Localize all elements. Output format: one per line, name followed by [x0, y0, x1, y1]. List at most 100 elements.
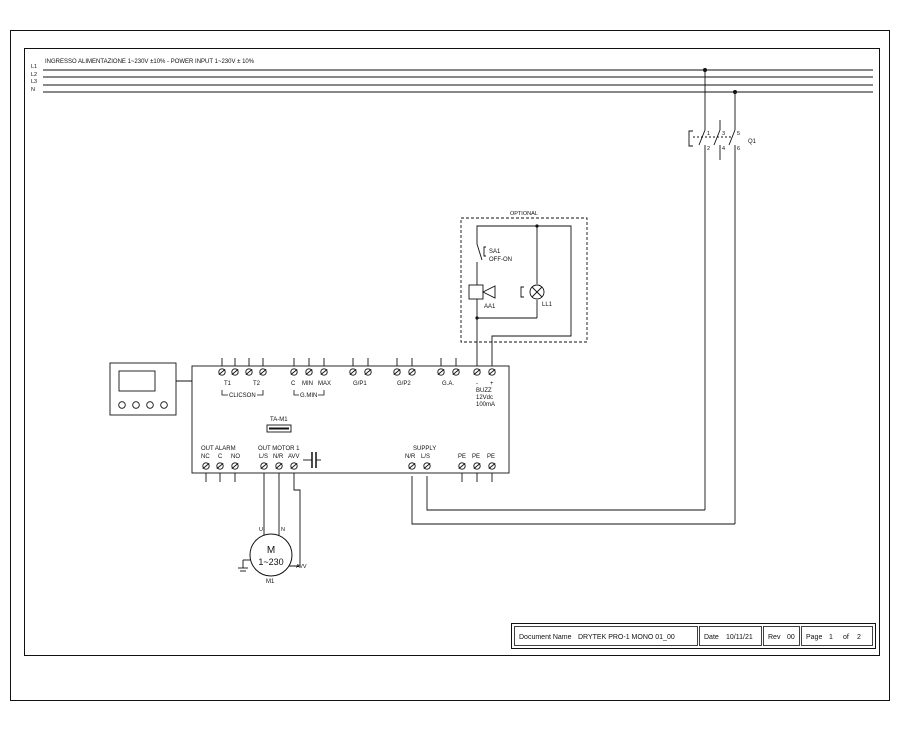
- supply-nr: N/R: [405, 454, 416, 460]
- gmin-bracket-right: [318, 390, 325, 396]
- out-motor-avv: AVV: [288, 454, 300, 460]
- outer-frame: [10, 30, 890, 701]
- line-label-l2: L2: [31, 72, 37, 78]
- terminal-pe-3: [488, 462, 496, 470]
- display-button: [160, 401, 168, 409]
- out-alarm-nc: NC: [201, 454, 210, 460]
- label-gmin: G.MIN: [300, 393, 317, 399]
- pages-total: 2: [857, 634, 861, 641]
- terminal-c: [290, 368, 298, 376]
- motor-avv-label: AVV: [296, 564, 307, 570]
- terminal-t1b: [231, 368, 239, 376]
- motor-m1: [249, 533, 293, 577]
- terminal-motor-ls: [260, 462, 268, 470]
- power-input-label: INGRESSO ALIMENTAZIONE 1~230V ±10% - POW…: [45, 59, 255, 65]
- buzzer-aa1: [468, 284, 496, 300]
- label-buzz-current: 100mA: [476, 402, 495, 408]
- label-c: C: [291, 381, 296, 387]
- switch-desc: OFF-ON: [489, 257, 512, 263]
- lamp-name: LL1: [542, 302, 553, 308]
- terminal-gab: [452, 368, 460, 376]
- label-min: MIN: [302, 381, 313, 387]
- label-plus: +: [490, 381, 494, 387]
- supply-ls: L/S: [421, 454, 430, 460]
- ta-label: TA-M1: [270, 417, 288, 423]
- terminal-pe-2: [473, 462, 481, 470]
- switch-name: SA1: [489, 249, 501, 255]
- power-lines: [43, 69, 873, 93]
- motor-u-label: U: [259, 527, 263, 533]
- out-alarm-title: OUT ALARM: [201, 446, 236, 452]
- label-clicson: CLICSON: [229, 393, 256, 399]
- terminal-t2b: [259, 368, 267, 376]
- pe-label-1: PE: [458, 454, 466, 460]
- supply-title: SUPPLY: [413, 446, 436, 452]
- optional-box: [460, 217, 588, 343]
- out-motor-title: OUT MOTOR 1: [258, 446, 300, 452]
- display-button: [146, 401, 154, 409]
- date-value: 10/11/21: [726, 634, 753, 641]
- supply-wiring: [411, 476, 735, 525]
- breaker-pin-1: 1: [707, 131, 710, 137]
- breaker-q1: [688, 70, 736, 524]
- line-label-l1: L1: [31, 64, 37, 70]
- out-alarm-no: NO: [231, 454, 240, 460]
- label-gp2: G/P2: [397, 381, 411, 387]
- buzzer-name: AA1: [484, 304, 496, 310]
- label-minus: -: [476, 381, 478, 387]
- lamp-ll1: [520, 284, 545, 300]
- breaker-pin-4: 4: [722, 146, 725, 152]
- motor-letter: M: [267, 545, 275, 556]
- pe-label-3: PE: [487, 454, 495, 460]
- pe-label-2: PE: [472, 454, 480, 460]
- terminal-alarm-no: [231, 462, 239, 470]
- terminal-buzz-plus: [488, 368, 496, 376]
- terminal-max: [320, 368, 328, 376]
- breaker-pin-3: 3: [722, 131, 725, 137]
- label-buzz-voltage: 12Vdc: [476, 395, 493, 401]
- terminal-min: [305, 368, 313, 376]
- label-buzz: BUZZ: [476, 388, 492, 394]
- doc-name-value: DRYTEK PRO-1 MONO 01_00: [578, 634, 675, 641]
- clicson-bracket-right: [257, 390, 264, 396]
- terminal-t1a: [218, 368, 226, 376]
- terminal-alarm-nc: [202, 462, 210, 470]
- controller-box: [191, 365, 510, 474]
- terminal-alarm-c: [216, 462, 224, 470]
- display-screen: [118, 370, 156, 392]
- motor-wiring: [238, 476, 301, 572]
- rev-label: Rev: [768, 634, 781, 641]
- terminal-gaa: [437, 368, 445, 376]
- terminal-t2a: [245, 368, 253, 376]
- gmin-bracket-left: [293, 390, 299, 396]
- controller-bottom-stubs: [205, 473, 493, 482]
- terminal-supply-ls: [423, 462, 431, 470]
- junction-optional-left: [475, 316, 479, 320]
- breaker-pin-2: 2: [707, 146, 710, 152]
- label-max: MAX: [318, 381, 331, 387]
- out-motor-nr: N/R: [273, 454, 284, 460]
- date-label: Date: [704, 634, 719, 641]
- terminal-pe-1: [458, 462, 466, 470]
- display-panel: [109, 362, 207, 416]
- terminal-motor-avv: [290, 462, 298, 470]
- display-button: [118, 401, 126, 409]
- label-t1: T1: [224, 381, 232, 387]
- motor-rating: 1~230: [258, 557, 283, 567]
- label-ga: G.A.: [442, 381, 454, 387]
- switch-sa1: [472, 243, 486, 262]
- display-button: [132, 401, 140, 409]
- terminal-buzz-minus: [473, 368, 481, 376]
- junction-optional-top: [535, 224, 539, 228]
- of-label: of: [843, 634, 849, 641]
- breaker-pin-6: 6: [737, 146, 740, 152]
- title-block: [511, 623, 876, 649]
- rev-value: 00: [787, 634, 795, 641]
- page-value: 1: [829, 634, 833, 641]
- line-label-n: N: [31, 87, 35, 93]
- out-alarm-c: C: [218, 454, 223, 460]
- out-motor-ls: L/S: [259, 454, 268, 460]
- terminal-gp1b: [364, 368, 372, 376]
- controller-top-terminals: [221, 358, 457, 366]
- terminal-gp1a: [349, 368, 357, 376]
